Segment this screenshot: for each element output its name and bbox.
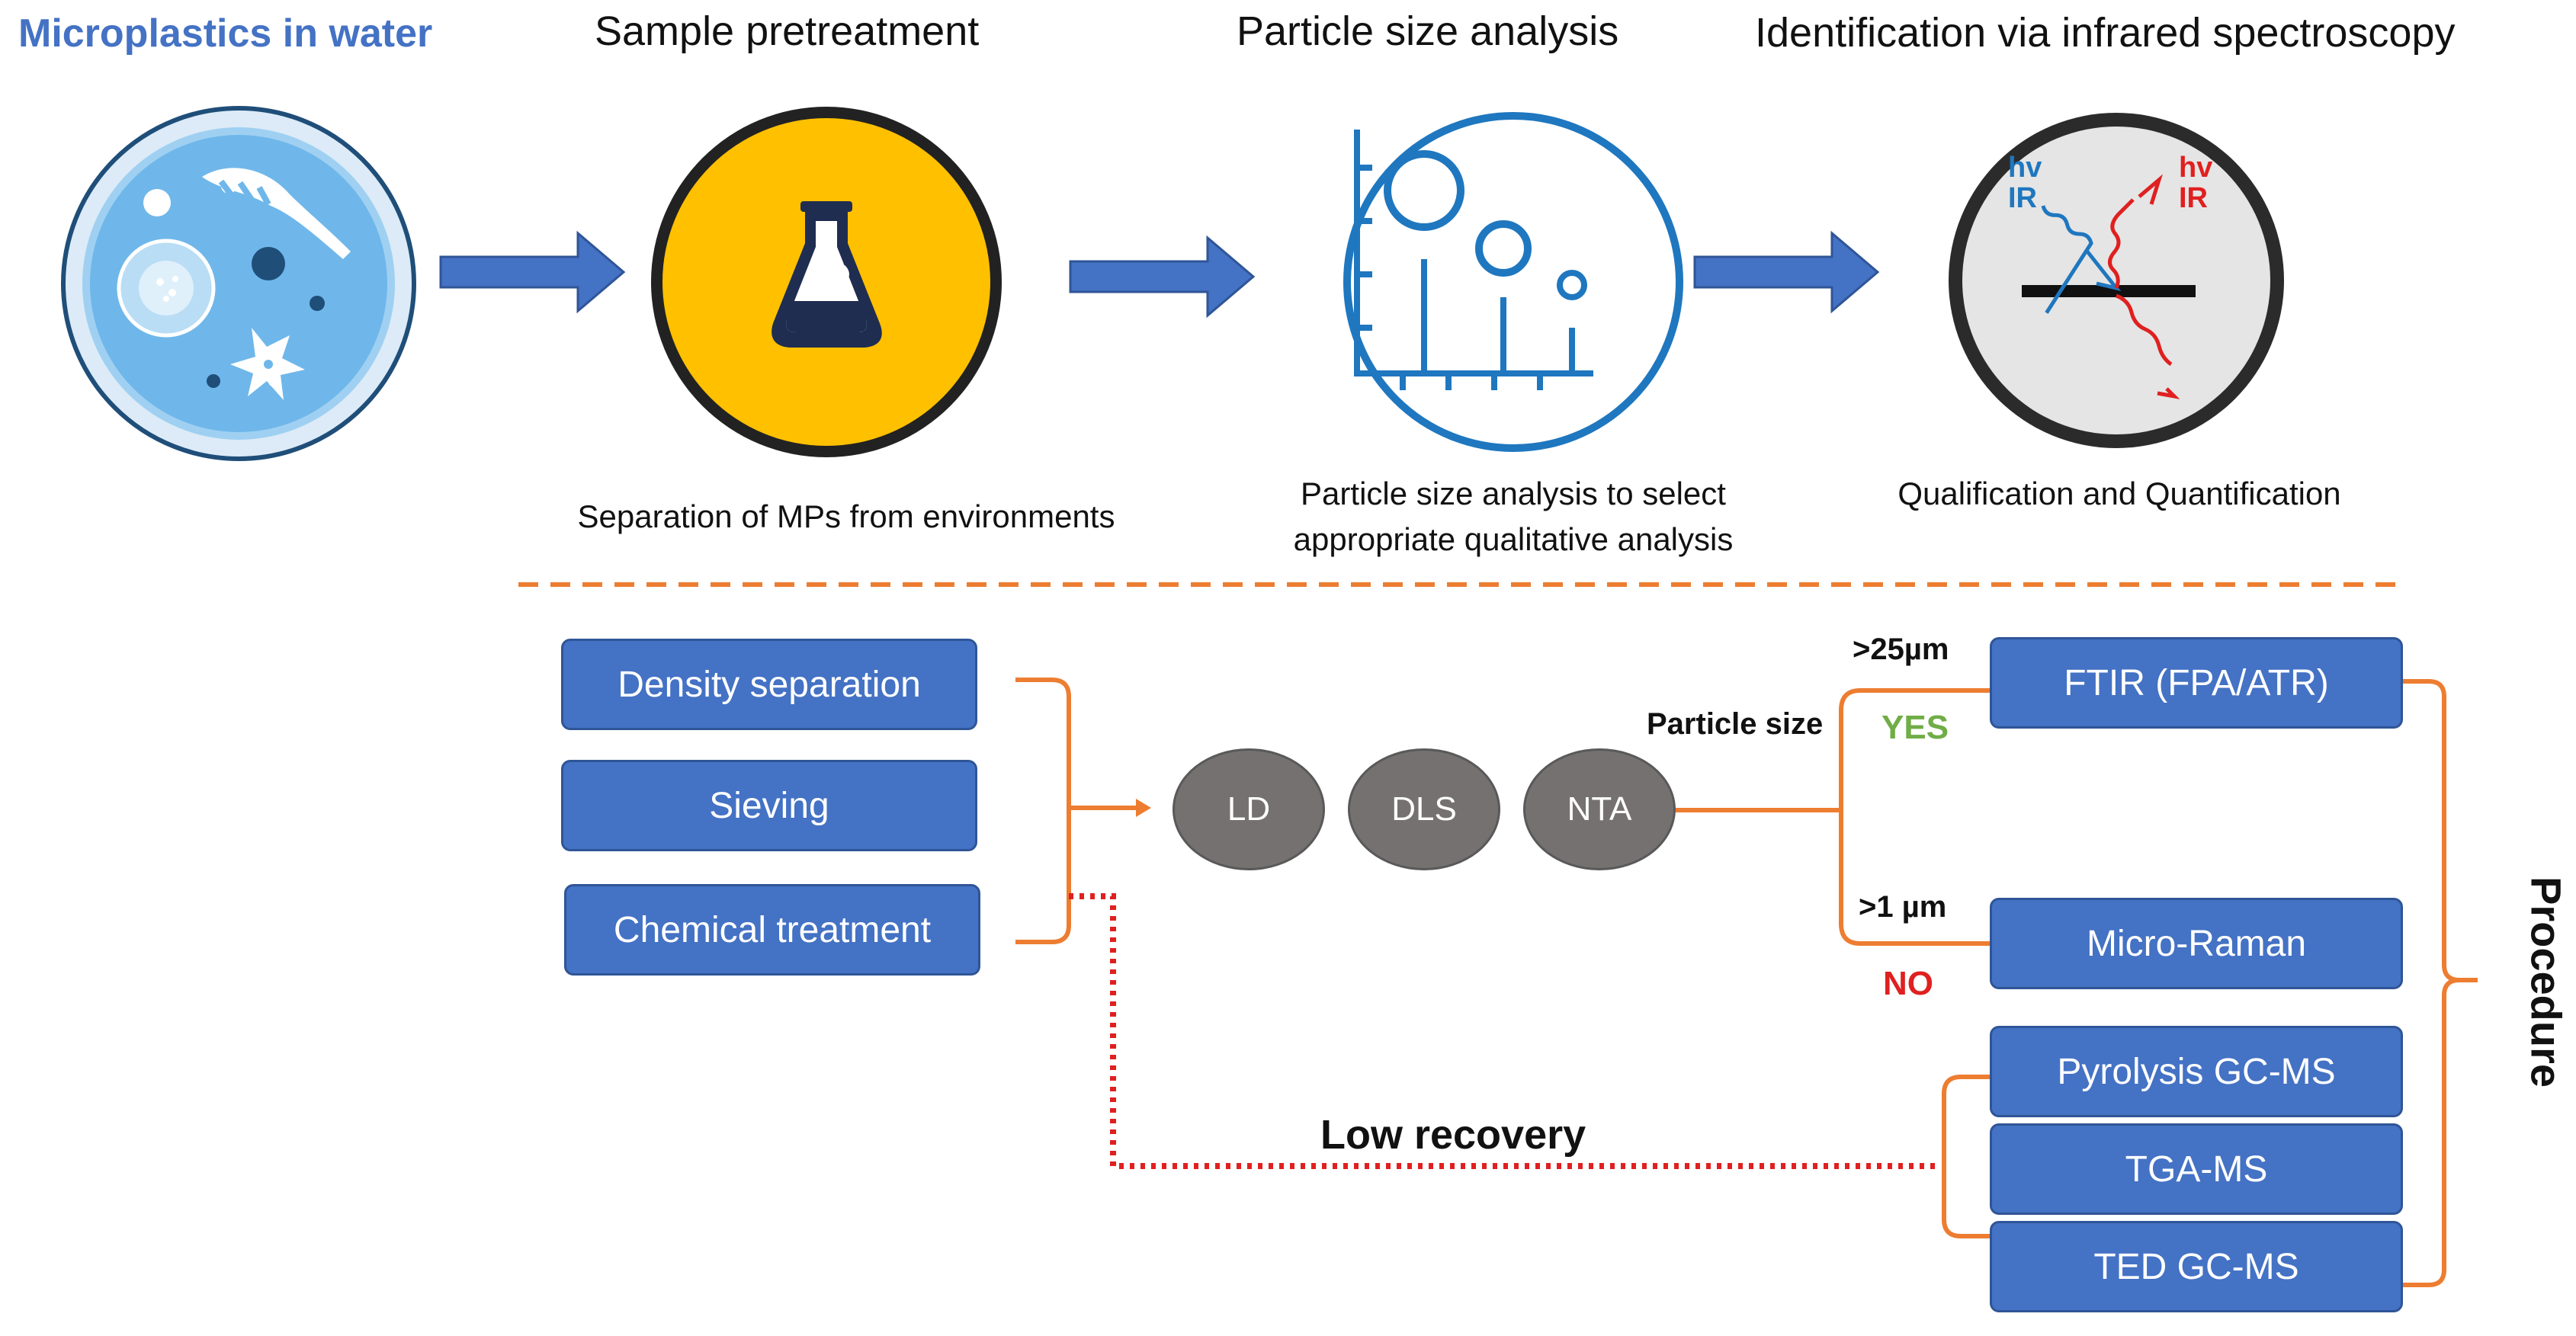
stage2-caption: Separation of MPs from environments <box>577 498 1115 534</box>
stage3-caption: Particle size analysis to select appropr… <box>1235 471 1792 562</box>
threshold-25um-label: >25µm <box>1853 633 1949 666</box>
pretreatment-bracket <box>1015 678 1071 944</box>
stage4-title: Identification via infrared spectroscopy <box>1755 10 2456 56</box>
ted-gcms-box: TED GC-MS <box>1990 1221 2403 1312</box>
ir-incident-label: hv IR <box>2008 152 2042 213</box>
ir-incident-ir: IR <box>2008 182 2037 214</box>
ir-reflected-ir: IR <box>2179 182 2208 214</box>
sieving-box: Sieving <box>561 760 977 851</box>
pyrolysis-gcms-box: Pyrolysis GC-MS <box>1990 1026 2403 1117</box>
ld-oval: LD <box>1173 748 1325 870</box>
ir-incident-hv: hv <box>2008 152 2042 184</box>
low-recovery-label: Low recovery <box>1320 1112 1586 1158</box>
ftir-box: FTIR (FPA/ATR) <box>1990 637 2403 729</box>
dls-oval: DLS <box>1348 748 1500 870</box>
particle-size-icon <box>1343 112 1683 452</box>
yes-label: YES <box>1881 709 1949 746</box>
thermal-bracket <box>1942 1075 1991 1238</box>
stage3-title: Particle size analysis <box>1237 8 1619 54</box>
petri-dish-icon <box>61 106 416 461</box>
chemical-treatment-box: Chemical treatment <box>564 884 980 976</box>
density-separation-box: Density separation <box>561 639 977 730</box>
stage3-caption-line1: Particle size analysis to select <box>1301 476 1726 511</box>
branch-bracket <box>1839 688 1991 946</box>
micro-raman-box: Micro-Raman <box>1990 898 2403 989</box>
low-recovery-dotted-line <box>1069 893 1936 1169</box>
stage4-caption: Qualification and Quantification <box>1898 476 2341 511</box>
arrow-stage1-to-2 <box>439 230 626 314</box>
no-label: NO <box>1883 965 1933 1002</box>
flask-icon <box>651 107 1002 457</box>
particle-size-label: Particle size <box>1647 707 1824 741</box>
nta-oval: NTA <box>1523 748 1676 870</box>
stage3-caption-line2: appropriate qualitative analysis <box>1293 521 1734 557</box>
ir-reflected-label: hv IR <box>2179 152 2212 213</box>
infrared-icon <box>1949 113 2284 448</box>
arrow-stage2-to-3 <box>1069 235 1256 319</box>
stage1-title: Microplastics in water <box>18 11 433 56</box>
threshold-1um-label: >1 µm <box>1859 890 1947 924</box>
tga-ms-box: TGA-MS <box>1990 1123 2403 1215</box>
pretreatment-arrowhead <box>1136 799 1151 817</box>
procedure-bracket <box>2401 679 2478 1287</box>
procedure-label: Procedure <box>2522 876 2571 1088</box>
ir-reflected-hv: hv <box>2179 152 2213 184</box>
stage2-title: Sample pretreatment <box>595 8 980 54</box>
arrow-stage3-to-4 <box>1693 230 1880 314</box>
